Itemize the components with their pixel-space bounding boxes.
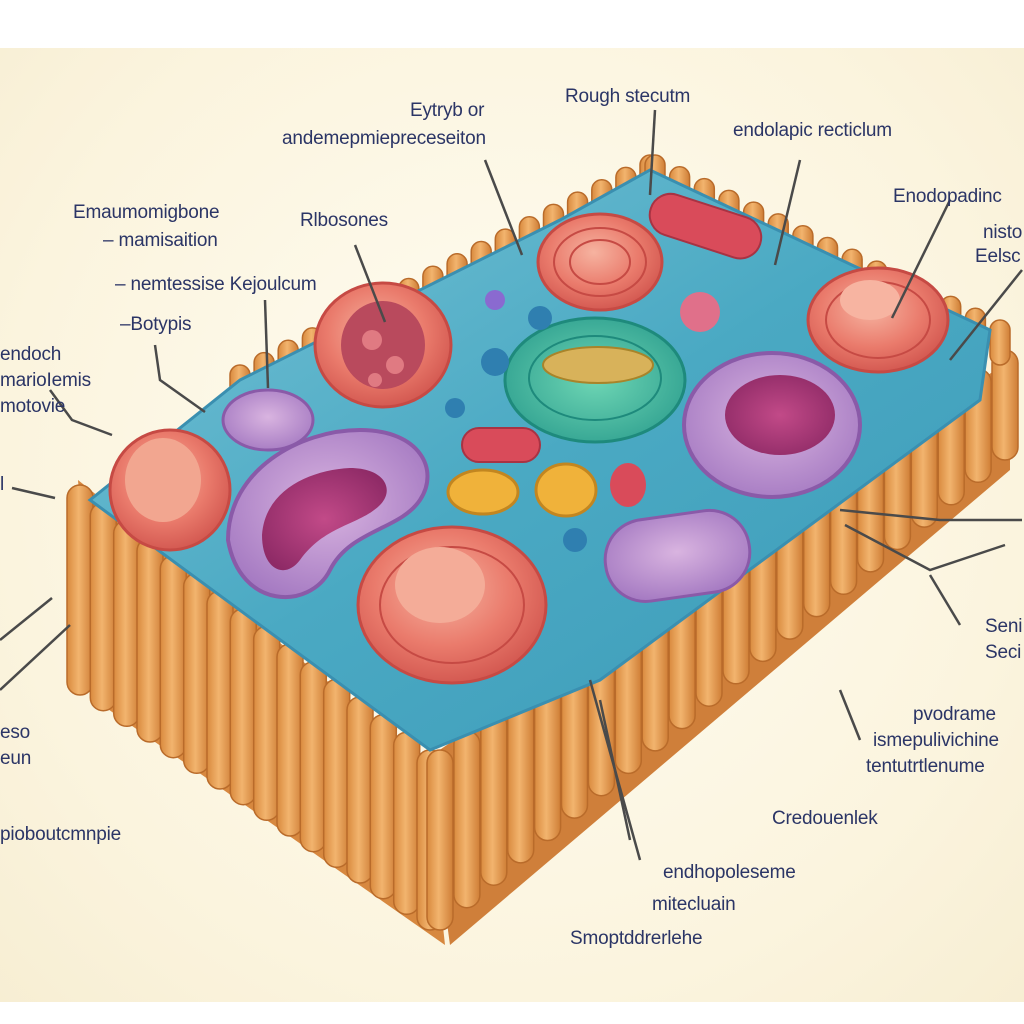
membrane-pillar [66, 484, 94, 696]
blue-vesicle-2 [528, 306, 552, 330]
membrane-pillar [89, 501, 118, 712]
yellow-vesicle-2 [534, 462, 598, 518]
label-andeme: andemepmiepreceseiton [282, 128, 486, 149]
membrane-pillar [506, 692, 535, 864]
membrane-pillar [453, 730, 481, 909]
label-mitecluain: mitecluain [652, 894, 736, 915]
leader-line [353, 244, 387, 323]
mitochondrion-red [648, 192, 763, 260]
leader-line [844, 523, 1006, 572]
golgi-whorl-center [356, 525, 548, 685]
leader-line [928, 574, 962, 626]
membrane-pillar [229, 607, 258, 806]
label-mamisation: – mamisaition [103, 230, 218, 251]
label-ribosones: Rlbosones [300, 210, 388, 231]
leader-line [839, 508, 1022, 522]
label-endopadinc: Enodopadinc [893, 186, 1002, 207]
label-tentu: tentutrtlenume [866, 756, 985, 777]
membrane-pillar [159, 554, 188, 759]
label-credoue: Credouenlek [772, 808, 878, 829]
leader-line [0, 597, 53, 641]
leader-line [263, 299, 270, 389]
membrane-pillar [136, 537, 164, 743]
label-endoch: endoch [0, 344, 62, 365]
label-ismepu: ismepulivichine [873, 730, 999, 751]
blue-vesicle-1 [481, 348, 509, 376]
membrane-pillar [369, 713, 398, 900]
label-ermaumo: Emaumomigbone [73, 202, 220, 223]
pink-vesicle-1 [680, 292, 720, 332]
membrane-pillar [989, 319, 1011, 366]
leader-line [0, 624, 71, 691]
leader-line [648, 109, 657, 196]
label-seci: Seci [985, 642, 1022, 663]
leader-line [890, 199, 952, 319]
membrane-pillar [426, 749, 454, 931]
membrane-pillar [480, 711, 508, 886]
label-pvodrame: pvodrame [913, 704, 996, 725]
membrane-pillar [392, 731, 421, 916]
yellow-vesicle-1 [446, 468, 520, 516]
organelles [108, 192, 950, 685]
teal-organelle [503, 316, 687, 444]
label-motovie: motovie [0, 396, 66, 417]
leader-lines [0, 109, 1023, 861]
golgi-whorl-top [536, 212, 664, 312]
blue-vesicle-4 [563, 528, 587, 552]
leader-line [11, 486, 56, 500]
leader-line [598, 699, 632, 841]
label-mariolemis: marioIemis [0, 370, 91, 391]
label-histo: nisto [983, 222, 1023, 243]
label-eelsc: Eelsc [975, 246, 1021, 267]
membrane-pillar [112, 519, 141, 728]
membrane-pillar [322, 678, 351, 869]
leader-line [773, 159, 802, 266]
membrane-pillar [346, 696, 374, 884]
membrane-pillar [991, 349, 1019, 461]
label-botypis: –Botypis [120, 314, 192, 335]
pink-vesicle-2 [610, 463, 646, 507]
leader-line [153, 344, 206, 414]
label-plobout: pioboutcmnpie [0, 824, 121, 845]
red-organelle-far-left [108, 428, 232, 552]
label-dash-l: l [0, 474, 5, 495]
label-eeun: eun [0, 748, 32, 769]
label-eytryb: Eytryb or [410, 100, 485, 121]
golgi-whorl-right [806, 266, 950, 374]
label-endhopoleseme: endhopoleseme [663, 862, 796, 883]
membrane-pillar [276, 643, 304, 837]
mitochondrion-small [461, 427, 541, 463]
nucleus-left [225, 427, 430, 600]
mitochondrion-purple [603, 508, 752, 603]
membrane-pillars-left [66, 484, 444, 931]
blue-vesicle-5 [485, 290, 505, 310]
label-nemtessise: – nemtessise Kejoulcum [115, 274, 317, 295]
leader-line [48, 389, 113, 437]
label-smopt: Smoptddrerlehe [570, 928, 703, 949]
membrane-pillar [299, 660, 328, 853]
membrane-pillar [206, 590, 234, 790]
label-endolapic: endolapic recticlum [733, 120, 892, 141]
blue-vesicle-3 [445, 398, 465, 418]
label-rough: Rough stecutm [565, 86, 691, 107]
label-esso: eso [0, 722, 31, 743]
leader-line [949, 269, 1023, 361]
leader-line [483, 159, 524, 256]
red-organelle-left [313, 281, 453, 409]
leader-line [838, 689, 862, 741]
membrane-pillar [252, 625, 281, 822]
label-seni: Seni [985, 616, 1023, 637]
nucleus-right [682, 351, 862, 499]
membrane-pillar [182, 572, 211, 775]
purple-vesicle [221, 388, 315, 452]
